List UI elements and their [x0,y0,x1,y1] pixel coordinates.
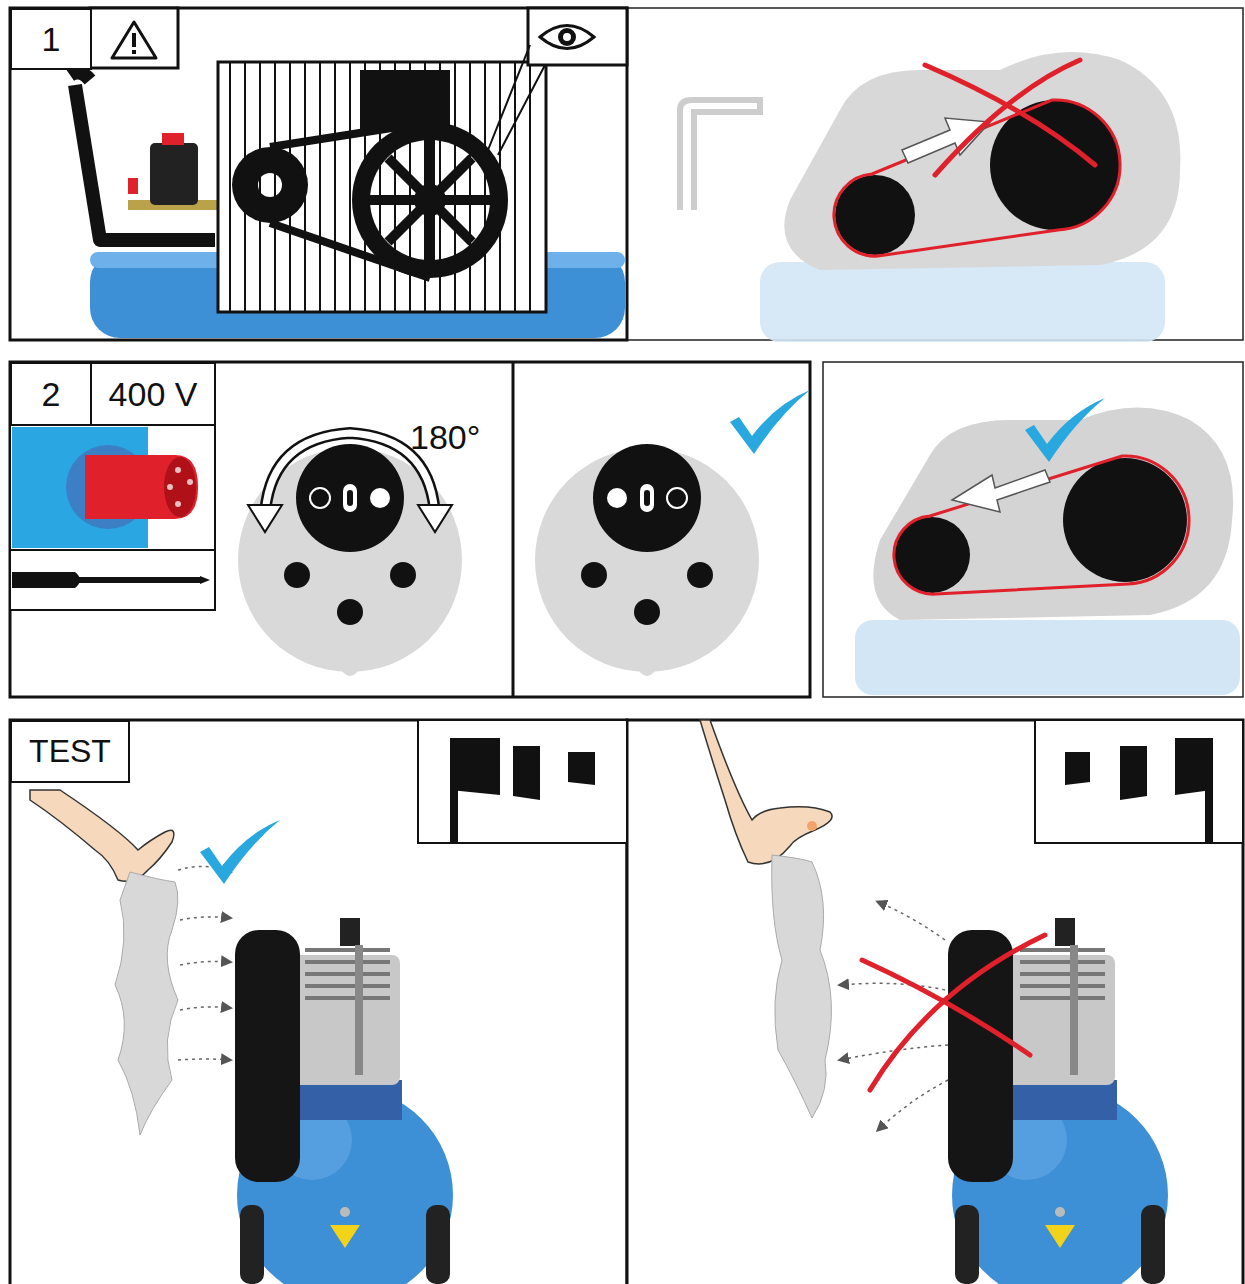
rotation-angle: 180° [410,418,480,457]
panel-label: 400 V [109,375,198,414]
panel-label-box: 1 [10,8,92,70]
panel-label-box: 400 V [90,362,216,426]
panel-label: 1 [42,20,61,59]
panel-label-box: 2 [10,362,92,426]
panel-label-box: TEST [10,720,130,783]
panel-label: 2 [42,375,61,414]
panel-label: TEST [29,733,111,770]
